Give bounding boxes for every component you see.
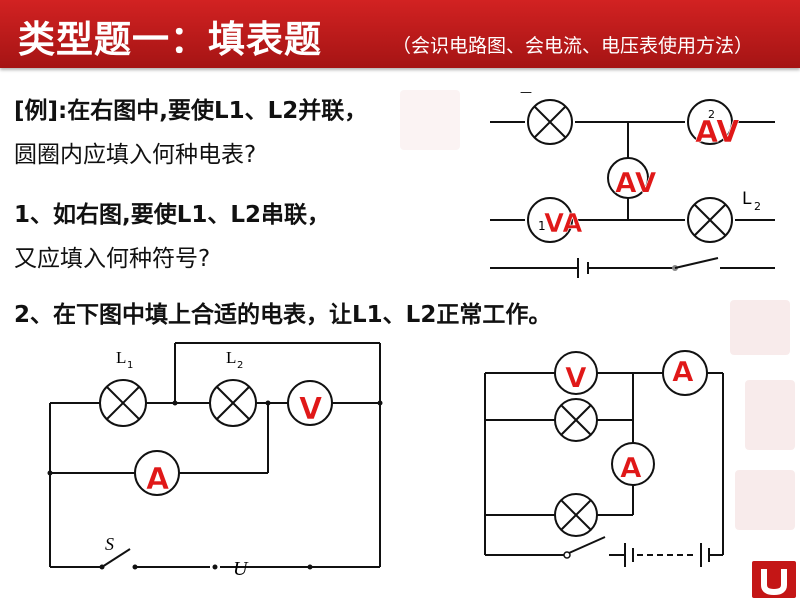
meter-middle-right-answer: A xyxy=(620,451,642,484)
logo xyxy=(752,561,796,598)
question-1-line-1: 1、如右图,要使L1、L2串联， xyxy=(14,202,331,228)
lamp-l2-label: L xyxy=(742,189,752,209)
title-bar: 类型题一：填表题 （会识电路图、会电流、电压表使用方法） xyxy=(0,0,800,68)
background-decoration xyxy=(730,300,790,355)
question-1-line-2: 又应填入何种符号? xyxy=(14,246,211,272)
meter-top-right-answer: AV xyxy=(695,115,740,150)
lamp-l1-label: L xyxy=(116,348,126,367)
lamp-lower xyxy=(554,493,598,537)
switch-label: S xyxy=(105,534,114,554)
question-2-line: 2、在下图中填上合适的电表，让L1、L2正常工作。 xyxy=(14,302,552,328)
background-decoration xyxy=(745,380,795,450)
meter-bottom: A xyxy=(134,450,180,497)
page-title: 类型题一：填表题 xyxy=(18,18,322,61)
meter-bottom-left-answer: VA xyxy=(544,209,582,239)
meter-right-answer: V xyxy=(299,392,323,427)
meter-bottom-answer: A xyxy=(146,462,170,497)
meter-top-left: V xyxy=(554,351,598,395)
lamp-l1-label-sub: 1 xyxy=(127,360,133,371)
circuit-diagram-right: V A A xyxy=(484,350,724,567)
lamp-l2-left-label: L xyxy=(226,348,236,367)
circuit-diagram-left: L 1 L 2 V A S U xyxy=(47,342,383,580)
meter-top-right: 2 AV xyxy=(687,99,740,150)
lamp-upper xyxy=(554,398,598,442)
meter-bottom-left: 1 VA xyxy=(527,197,583,243)
lamp-l2-label-sub: 2 xyxy=(754,200,761,213)
meter-top-right-2: A xyxy=(662,350,708,396)
u-turn-icon xyxy=(761,569,787,596)
meter-right: V xyxy=(287,380,333,427)
lamp-l2-left-label-sub: 2 xyxy=(237,360,243,371)
source-label: U xyxy=(233,558,249,580)
lamp-top-left-mark: — xyxy=(520,85,532,99)
lamp-l1 xyxy=(99,379,147,427)
meter-top-right-mark: 2 xyxy=(708,108,715,121)
meter-top-right-2-answer: A xyxy=(672,355,694,388)
lamp-top-left xyxy=(527,99,573,145)
meter-middle-answer: AV xyxy=(615,166,657,199)
meter-top-left-answer: V xyxy=(565,361,587,394)
meter-middle-right: A xyxy=(611,442,655,486)
example-line-2: 圆圈内应填入何种电表? xyxy=(14,142,257,168)
page-subtitle: （会识电路图、会电流、电压表使用方法） xyxy=(392,35,754,57)
circuit-diagram-top: — 2 AV AV 1 VA L 2 xyxy=(490,85,775,278)
meter-middle: AV xyxy=(607,157,657,199)
lamp-l2 xyxy=(687,197,733,243)
meter-bottom-left-mark: 1 xyxy=(538,219,546,233)
background-decoration xyxy=(735,470,795,530)
lamp-l2-left xyxy=(209,379,257,427)
background-decoration xyxy=(400,90,460,150)
example-line-1: [例]:在右图中,要使L1、L2并联， xyxy=(14,98,368,124)
